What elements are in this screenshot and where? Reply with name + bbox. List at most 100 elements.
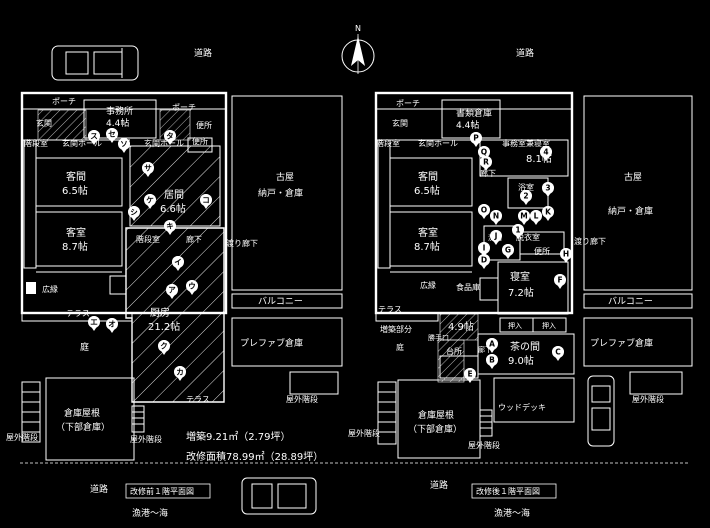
after-guest1-size: 6.5帖 [414, 184, 440, 197]
before-marker-3: エ [88, 316, 100, 331]
after-storage-roof-label: 倉庫屋根 [418, 409, 454, 421]
after-ext-stair3-label: 屋外階段 [632, 394, 664, 404]
after-caption: 改修後１階平面図 [476, 486, 540, 496]
before-guest1-label: 客間 [66, 170, 86, 183]
after-katteguchi-label: 勝手口 [428, 333, 449, 342]
before-marker-label: イ [174, 258, 182, 267]
after-marker-1: B [486, 354, 498, 369]
after-marker-label: K [545, 208, 552, 217]
after-marker-label: B [489, 356, 495, 365]
car-right [587, 375, 615, 447]
after-marker-label: O [481, 206, 487, 215]
after-daidokoro-label: 台所 [446, 346, 462, 356]
after-bath-label: 浴室 [518, 182, 534, 192]
after-marker-5: F [554, 274, 566, 289]
after-chanoma-size: 9.0帖 [508, 354, 534, 367]
after-marker-label: L [534, 212, 539, 221]
after-marker-6: G [502, 244, 514, 259]
car-bottom [241, 477, 317, 515]
after-marker-label: 4 [543, 148, 548, 157]
after-marker-label: P [473, 134, 479, 143]
after-marker-label: 3 [545, 184, 550, 193]
after-terrace-label: テラス [378, 305, 402, 314]
before-marker-label: ケ [146, 196, 154, 205]
after-stair-label: 階段室 [376, 138, 400, 148]
after-old-house-label: 古屋 [624, 171, 642, 183]
before-marker-2: ウ [186, 280, 198, 295]
after-marker-20: 3 [542, 182, 554, 197]
before-guest1-size: 6.5帖 [62, 184, 88, 197]
before-marker-1: イ [172, 256, 184, 271]
after-marker-8: I [478, 242, 490, 257]
before-entrance-hall-label: 玄関ホール [62, 138, 102, 148]
before-ext-stair3-label: 屋外階段 [286, 394, 318, 404]
after-oshiire-label: 押入 [508, 321, 522, 330]
after-old-house-sub: 納戸・倉庫 [608, 205, 653, 217]
before-marker-10: サ [142, 162, 154, 177]
before-marker-6: キ [164, 220, 176, 235]
after-shorui-label: 書類倉庫 [456, 107, 492, 119]
after-marker-label: M [520, 212, 527, 221]
before-marker-label: タ [166, 131, 174, 141]
before-marker-7: ク [158, 340, 170, 355]
after-prefab-label: プレファブ倉庫 [590, 337, 653, 349]
after-marker-label: A [489, 340, 495, 349]
after-corridor-label: 廊下 [480, 168, 496, 178]
before-marker-11: シ [128, 206, 140, 221]
before-caption-box [125, 483, 211, 499]
after-marker-21: 4 [540, 146, 552, 161]
before-marker-label: キ [166, 222, 174, 231]
after-marker-0: A [486, 338, 498, 353]
after-hiroen-label: 広縁 [420, 280, 436, 290]
after-zouchiku-label: 増築部分 [380, 324, 412, 334]
after-oshiire2-label: 押入 [542, 321, 556, 330]
after-wood-deck-label: ウッドデッキ [498, 402, 546, 412]
after-porch-label: ポーチ [396, 99, 420, 108]
after-marker-label: F [557, 276, 562, 285]
before-hiroen-label: 広縁 [42, 284, 58, 294]
before-stair2-label: 階段室 [136, 234, 160, 244]
after-marker-label: 2 [523, 192, 528, 201]
before-marker-5: カ [174, 366, 186, 381]
after-marker-11: L [530, 210, 542, 225]
before-marker-label: ア [168, 286, 176, 295]
before-marker-12: ス [88, 130, 100, 145]
before-marker-label: コ [202, 196, 210, 205]
before-porch-label: ポーチ [52, 97, 76, 106]
before-corridor-label: 廊下 [186, 234, 202, 244]
before-watari-label: 渡り廊下 [226, 238, 258, 248]
after-storage-roof-sub: （下部倉庫） [408, 423, 462, 435]
after-entrance-hall-label: 玄関ホール [418, 138, 458, 148]
after-marker-label: G [505, 246, 511, 255]
before-old-house-label: 古屋 [276, 171, 294, 183]
car-top-left [51, 45, 139, 81]
after-niwa-label: 庭 [396, 342, 404, 352]
after-marker-label: R [483, 158, 489, 167]
after-marker-4: E [464, 368, 476, 383]
before-kitchen-size: 21.2帖 [148, 320, 180, 333]
road-top-right-label: 道路 [516, 47, 534, 59]
after-marker-12: M [518, 210, 530, 225]
after-marker-2: C [552, 346, 564, 361]
after-marker-3: D [478, 254, 490, 269]
before-old-house-sub: 納戸・倉庫 [258, 187, 303, 199]
before-entrance-hall2-label: 玄関ホール [144, 138, 184, 148]
after-marker-label: 1 [515, 226, 520, 235]
before-stair-label: 階段室 [24, 138, 48, 148]
after-marker-label: I [483, 244, 486, 253]
before-living-label: 居間 [164, 189, 184, 201]
before-marker-0: ア [166, 284, 178, 299]
after-datsui-label: 脱衣室 [516, 232, 540, 242]
after-size49: 4.9帖 [448, 320, 474, 333]
before-storage-roof-sub: （下部倉庫） [56, 421, 110, 433]
before-marker-label: ク [160, 341, 168, 351]
after-marker-7: H [560, 248, 572, 263]
before-ext-stair-label: 屋外階段 [6, 432, 38, 442]
before-marker-label: エ [90, 318, 98, 327]
after-shorui-size: 4.4帖 [456, 119, 479, 131]
after-marker-9: J [490, 230, 502, 245]
before-marker-8: ケ [144, 194, 156, 209]
before-marker-label: ス [90, 132, 98, 141]
before-marker-label: カ [176, 368, 184, 377]
after-guest2-size: 8.7帖 [414, 240, 440, 253]
